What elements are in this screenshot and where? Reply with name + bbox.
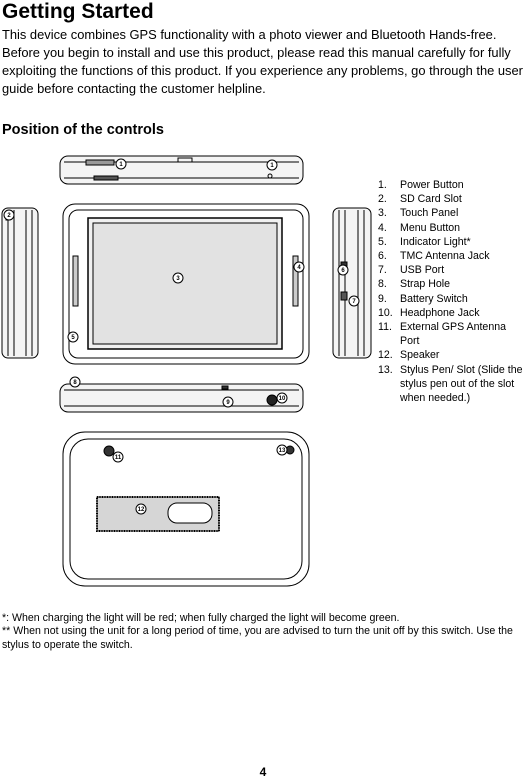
device-left-view [1,207,39,359]
callout-1: 1 [119,162,123,168]
device-front-view [62,203,310,365]
footnote-battery-switch: ** When not using the unit for a long pe… [2,625,513,651]
callout-12: 12 [138,507,145,513]
legend-number: 10. [378,306,393,319]
callout-9: 9 [226,400,230,406]
legend-item: 3. Touch Panel [378,206,526,220]
legend-label: TMC Antenna Jack [400,250,490,263]
callout-1: 1 [270,163,274,169]
legend-number: 9. [378,292,387,305]
legend-label: Indicator Light* [400,235,471,248]
legend-label: SD Card Slot [400,193,462,206]
callout-8: 8 [73,380,77,386]
legend-label: Battery Switch [400,292,468,305]
legend-number: 7. [378,264,387,277]
legend-item: 11. External GPS Antenna Port [378,320,526,348]
legend-number: 1. [378,179,387,191]
legend-item: 5. Indicator Light* [378,235,526,249]
legend-item: 9. Battery Switch [378,292,526,306]
device-top-view [59,155,304,185]
device-back-view [62,431,310,587]
legend-label: Strap Hole [400,278,451,291]
legend-number: 12. [378,349,393,362]
legend-number: 13. [378,363,393,376]
device-diagram: 1 1 3 5 4 6 7 2 8 9 10 11 12 13 [1,155,372,587]
legend-item: 1. Power Button [378,178,526,192]
legend-item: 7. USB Port [378,263,526,277]
legend-number: 6. [378,250,387,263]
legend-item: 6. TMC Antenna Jack [378,249,526,263]
footnotes: *: When charging the light will be red; … [2,612,524,652]
legend-label: Headphone Jack [400,306,480,319]
legend-label: External GPS Antenna Port [400,321,507,348]
footnote-indicator-light: *: When charging the light will be red; … [2,612,400,624]
legend-label: Speaker [400,349,440,362]
legend-number: 11. [378,321,392,334]
legend-item: 4. Menu Button [378,221,526,235]
controls-legend: 1. Power Button 2. SD Card Slot 3. Touch Pa… [378,178,526,405]
callout-2: 2 [7,213,11,219]
device-bottom-view [59,383,304,413]
legend-number: 4. [378,221,387,234]
page-number: 4 [259,765,267,779]
callout-6: 6 [341,268,345,274]
legend-item: 2. SD Card Slot [378,192,526,206]
legend-item: 8. Strap Hole [378,277,526,291]
callout-10: 10 [279,396,286,402]
device-right-view [332,207,372,359]
legend-item: 13. Stylus Pen/ Slot (Slide the stylus pe… [378,363,526,406]
callout-13: 13 [279,448,286,454]
legend-item: 10. Headphone Jack [378,306,526,320]
legend-label: Stylus Pen/ Slot (Slide the stylus pen o… [400,363,523,405]
intro-paragraph: This device combines GPS functionality w… [2,27,523,96]
page-title: Getting Started [2,0,154,23]
section-title: Position of the controls [2,122,164,138]
callout-4: 4 [297,265,301,271]
callout-5: 5 [71,335,75,341]
legend-label: Touch Panel [400,207,459,220]
callout-11: 11 [115,455,122,461]
callout-3: 3 [176,276,180,282]
legend-number: 3. [378,207,387,220]
legend-label: USB Port [400,264,445,277]
legend-number: 2. [378,193,387,206]
legend-item: 12. Speaker [378,348,526,362]
legend-label: Power Button [400,179,464,191]
legend-number: 8. [378,278,387,291]
legend-number: 5. [378,235,387,248]
callout-7: 7 [352,299,356,305]
legend-label: Menu Button [400,221,461,234]
